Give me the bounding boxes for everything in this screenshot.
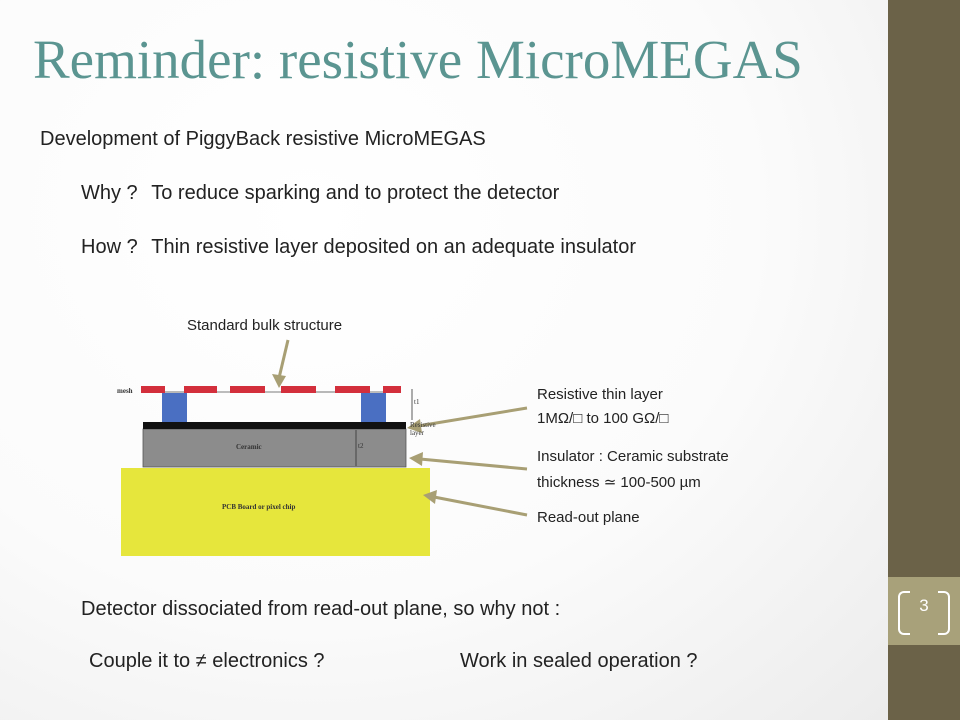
why-question: Why ? <box>81 182 138 204</box>
slide-background <box>0 0 888 720</box>
pillar-right <box>361 393 386 422</box>
how-answer: Thin resistive layer deposited on an ade… <box>151 236 637 258</box>
why-answer: To reduce sparking and to protect the de… <box>151 182 560 204</box>
label-insulator: Insulator : Ceramic substrate <box>537 448 729 465</box>
intro-text: Development of PiggyBack resistive Micro… <box>40 128 486 150</box>
pcb-tag: PCB Board or pixel chip <box>222 503 296 511</box>
ceramic-layer <box>142 428 407 468</box>
t2-label: t2 <box>358 442 364 450</box>
pillar-left <box>162 393 187 422</box>
resistive-layer <box>143 422 406 429</box>
pcb-board <box>121 468 430 556</box>
label-resistive-layer: Resistive thin layer <box>537 386 663 403</box>
detector-line: Detector dissociated from read-out plane… <box>81 598 561 620</box>
bottom-sealed: Work in sealed operation ? <box>452 650 698 673</box>
page-number: 3 <box>919 596 929 615</box>
page-bracket-left <box>898 591 910 635</box>
mesh <box>141 386 401 393</box>
bottom-couple: Couple it to ≠ electronics ? <box>81 650 325 673</box>
callout-arrows <box>272 339 528 517</box>
label-readout-plane: Read-out plane <box>537 509 640 526</box>
how-question: How ? <box>81 236 138 258</box>
ceramic-tag: Ceramic <box>236 443 262 451</box>
sealed-text: Work in sealed operation ? <box>460 650 698 672</box>
micromegas-diagram <box>121 339 528 556</box>
couple-text: Couple it to ≠ electronics ? <box>89 650 325 672</box>
slide-title: Reminder: resistive MicroMEGAS <box>33 29 803 90</box>
label-thickness: thickness ≃ 100-500 µm <box>537 474 701 491</box>
t1-label: t1 <box>414 398 420 406</box>
mesh-tag: mesh <box>117 387 133 395</box>
page-bracket-right <box>938 591 950 635</box>
why-line: Why ? To reduce sparking and to protect … <box>81 182 559 205</box>
label-standard-bulk: Standard bulk structure <box>187 317 343 334</box>
how-line: How ? Thin resistive layer deposited on … <box>81 236 636 259</box>
resistive-tag: Resistive layer <box>410 421 436 437</box>
label-resistivity-range: 1MΩ/□ to 100 GΩ/□ <box>537 410 669 427</box>
